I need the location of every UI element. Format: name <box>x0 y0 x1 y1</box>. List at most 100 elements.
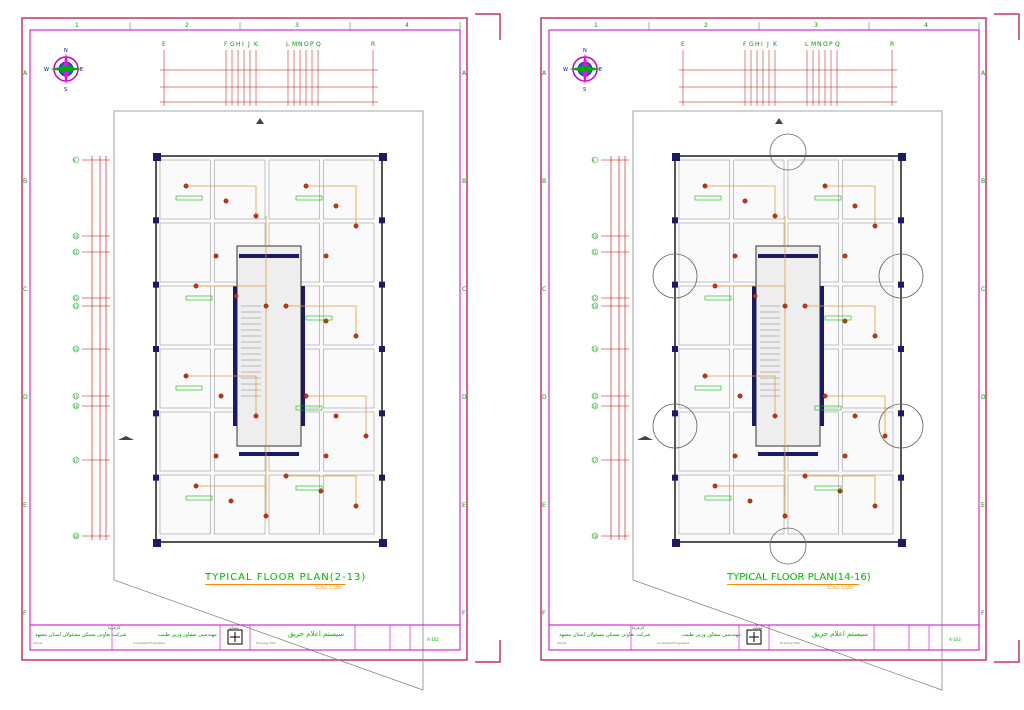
fire-alarm-device <box>822 183 828 189</box>
grid-row-bubble <box>72 456 80 464</box>
grid-row-label: 14 <box>592 347 598 352</box>
device-label <box>824 315 852 321</box>
client-label: کارفرما <box>108 625 121 630</box>
grid-row-bubble <box>72 248 80 256</box>
column <box>379 346 385 352</box>
room <box>268 159 320 220</box>
consultant-en: Consultant Engineers <box>657 641 690 645</box>
grid-row-label: 16 <box>73 404 79 409</box>
fire-alarm-device <box>193 483 199 489</box>
grid-column-label: G <box>230 41 235 48</box>
alarm-wiring <box>286 305 357 336</box>
grid-column-label: I <box>761 41 763 48</box>
shear-wall <box>752 286 756 426</box>
column <box>379 539 387 547</box>
compass-e: E <box>80 67 83 73</box>
section-mark <box>118 436 134 440</box>
grid-row-label: 12 <box>592 296 598 301</box>
fire-alarm-device <box>747 498 753 504</box>
grid-row-letter-right: A <box>462 70 467 77</box>
grid-row-letter-left: B <box>23 178 27 185</box>
fire-alarm-device <box>742 198 748 204</box>
column <box>898 539 906 547</box>
fire-alarm-device <box>802 303 808 309</box>
grid-column-label: J <box>247 41 250 48</box>
column <box>898 474 904 481</box>
alarm-wiring <box>186 375 257 416</box>
client-name: شرکت تعاونی مسکن مسئولان استان مشهد <box>559 632 651 638</box>
grid-row-label: 18 <box>592 534 598 539</box>
column <box>898 217 904 224</box>
plan-subtitle: SCALE 1:100 <box>827 585 853 590</box>
grid-number-top: 1 <box>75 22 79 29</box>
column <box>153 410 159 417</box>
grid-column-label: R <box>890 41 894 48</box>
grid-row-letter-right: E <box>462 502 466 509</box>
column <box>898 410 904 417</box>
column <box>379 153 387 161</box>
grid-row-bubble <box>591 294 599 302</box>
fire-alarm-device <box>183 183 189 189</box>
room <box>159 159 211 220</box>
plan-subtitle: SCALE 1:100 <box>315 585 341 590</box>
fire-alarm-device <box>872 333 878 339</box>
column <box>672 539 680 547</box>
plan-title-underline <box>727 584 859 585</box>
balcony-curve <box>878 253 924 299</box>
section-mark <box>256 118 264 124</box>
grid-row-label: 10 <box>73 234 79 239</box>
grid-number-top: 3 <box>295 22 299 29</box>
device-label <box>295 195 323 201</box>
room <box>323 411 375 472</box>
room <box>323 474 375 535</box>
grid-row-label: 13 <box>592 304 598 309</box>
viewport-frame <box>113 110 424 691</box>
grid-number-top: 2 <box>704 22 708 29</box>
fire-alarm-device <box>333 413 339 419</box>
balcony-curve <box>878 403 924 449</box>
fire-alarm-device <box>732 453 738 459</box>
grid-number-top: 4 <box>924 22 928 29</box>
device-label <box>694 385 722 391</box>
fire-alarm-device <box>842 453 848 459</box>
drawing-title: سیستم اعلام حریق <box>288 630 345 638</box>
title-block-frame <box>29 624 461 651</box>
fire-alarm-device <box>737 393 743 399</box>
grid-row-label: 11 <box>592 250 598 255</box>
room <box>214 159 266 220</box>
grid-column-label: P <box>829 41 833 48</box>
client-label: کارفرما <box>632 625 645 630</box>
company-logo <box>749 632 759 642</box>
grid-column-label: H <box>755 41 760 48</box>
column <box>379 281 385 288</box>
compass-needle <box>569 66 601 72</box>
grid-column-label: R <box>371 41 375 48</box>
section-mark <box>775 118 783 124</box>
room <box>323 285 375 346</box>
compass-n: N <box>583 48 587 54</box>
grid-row-bubble <box>591 345 599 353</box>
grid-row-bubble <box>591 402 599 410</box>
fire-alarm-device <box>283 303 289 309</box>
column <box>898 281 904 288</box>
alarm-wiring <box>705 185 776 216</box>
column <box>672 474 678 481</box>
grid-column-label: K <box>254 41 259 48</box>
grid-row-bubble <box>72 294 80 302</box>
column <box>672 217 678 224</box>
alarm-wiring <box>825 185 876 226</box>
room <box>214 474 266 535</box>
grid-row-letter-left: B <box>542 178 546 185</box>
fire-alarm-device <box>872 223 878 229</box>
fire-alarm-device <box>363 433 369 439</box>
room <box>159 474 211 535</box>
fire-alarm-device <box>263 513 269 519</box>
fire-alarm-device <box>263 303 269 309</box>
consultant-en: Consultant Engineers <box>133 641 166 645</box>
grid-column-label: M <box>811 41 816 48</box>
fire-alarm-device <box>333 203 339 209</box>
plan-title-left: TYPICAL FLOOR PLAN(2-13) SCALE 1:100 <box>205 572 366 590</box>
company-logo <box>746 629 762 645</box>
alarm-wiring <box>825 395 886 436</box>
